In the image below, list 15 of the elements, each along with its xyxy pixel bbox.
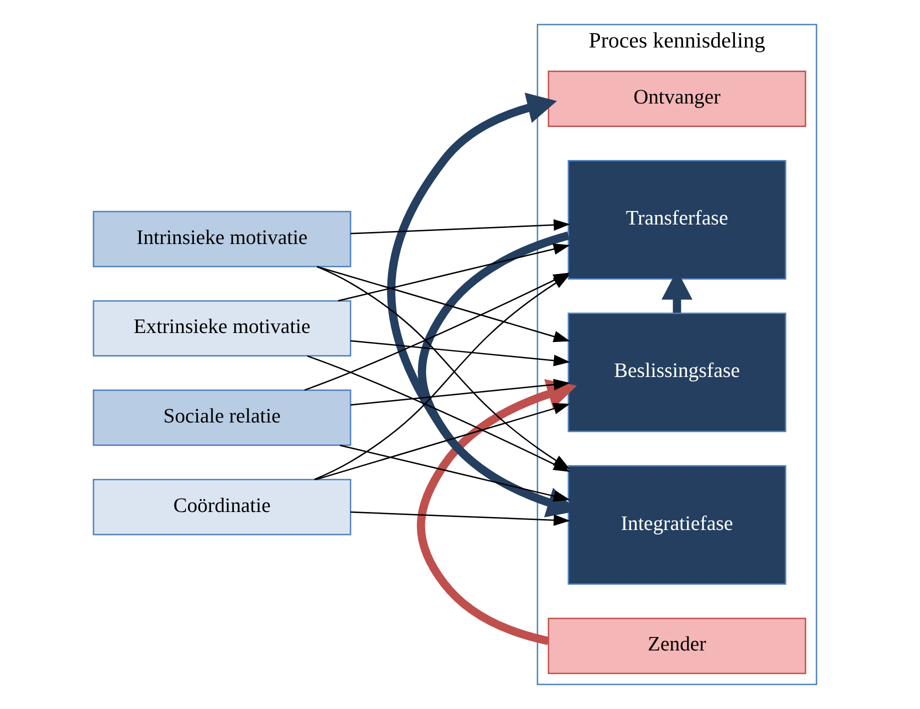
arrow: [350, 340, 570, 366]
node-box: Extrinsieke motivatie: [92, 300, 351, 357]
node-box: Intrinsieke motivatie: [92, 210, 351, 268]
arrow: [350, 378, 570, 406]
node-box: Zender: [547, 618, 806, 674]
node-box: Ontvanger: [547, 70, 806, 128]
node-box: Coördinatie: [92, 478, 351, 536]
node-box: Beslissingsfase: [567, 312, 786, 432]
node-box: Integratiefase: [567, 465, 786, 585]
arrow: [416, 379, 576, 645]
node-box: Sociale relatie: [92, 390, 351, 446]
arrow: [350, 511, 570, 526]
arrow: [350, 219, 570, 234]
arrow: [417, 232, 576, 518]
node-box: Transferfase: [567, 160, 786, 280]
